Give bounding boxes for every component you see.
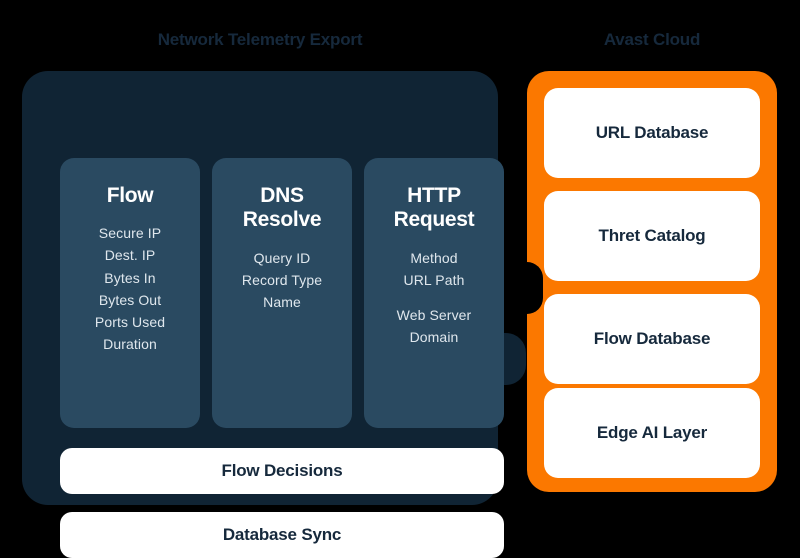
- cloud-panel: URL Database Thret Catalog Flow Database…: [526, 71, 777, 492]
- column-field: URL Path: [403, 271, 465, 288]
- column-field: Name: [263, 293, 301, 310]
- diagram-canvas: Network Telemetry Export Avast Cloud Flo…: [22, 30, 777, 558]
- column-field-list: Query ID Record Type Name: [220, 247, 344, 313]
- cloud-card-label: URL Database: [595, 123, 709, 142]
- action-bar-label: Flow Decisions: [221, 461, 343, 480]
- telemetry-columns: Flow Secure IP Dest. IP Bytes In Bytes O…: [60, 158, 504, 428]
- cloud-card-edge-ai-layer[interactable]: Edge AI Layer: [544, 388, 760, 478]
- column-heading: HTTP Request: [393, 184, 475, 232]
- cloud-card-flow-database[interactable]: Flow Database: [544, 294, 760, 384]
- column-field: Secure IP: [98, 225, 162, 242]
- telemetry-panel: Flow Secure IP Dest. IP Bytes In Bytes O…: [22, 71, 526, 558]
- column-field-list: Secure IP Dest. IP Bytes In Bytes Out Po…: [68, 222, 192, 355]
- column-field: Record Type: [241, 271, 323, 288]
- action-bar-database-sync[interactable]: Database Sync: [60, 512, 504, 558]
- cloud-section-title: Avast Cloud: [603, 30, 701, 49]
- telemetry-column-http-request[interactable]: HTTP Request Method URL Path Web Server …: [364, 158, 504, 428]
- column-field: Bytes In: [104, 269, 156, 286]
- telemetry-section-title: Network Telemetry Export: [157, 30, 363, 49]
- column-field: Bytes Out: [98, 291, 162, 308]
- telemetry-column-dns-resolve[interactable]: DNS Resolve Query ID Record Type Name: [212, 158, 352, 428]
- connector-notch: [526, 262, 543, 314]
- column-field: Query ID: [253, 249, 311, 266]
- action-bar-label: Database Sync: [222, 525, 342, 544]
- cloud-card-label: Edge AI Layer: [596, 423, 708, 442]
- action-bar-flow-decisions[interactable]: Flow Decisions: [60, 448, 504, 494]
- column-field: Ports Used: [94, 313, 166, 330]
- cloud-card-url-database[interactable]: URL Database: [544, 88, 760, 178]
- column-field-list: Method URL Path Web Server Domain: [372, 247, 496, 348]
- column-field: Web Server Domain: [396, 306, 472, 346]
- column-field: Dest. IP: [104, 247, 156, 264]
- column-field: Duration: [103, 335, 157, 352]
- column-heading: DNS Resolve: [242, 184, 322, 232]
- telemetry-column-flow[interactable]: Flow Secure IP Dest. IP Bytes In Bytes O…: [60, 158, 200, 428]
- cloud-card-label: Flow Database: [593, 329, 711, 348]
- column-heading: Flow: [106, 184, 154, 207]
- cloud-card-thret-catalog[interactable]: Thret Catalog: [544, 191, 760, 281]
- column-field: Method: [410, 249, 458, 266]
- cloud-card-label: Thret Catalog: [598, 226, 706, 245]
